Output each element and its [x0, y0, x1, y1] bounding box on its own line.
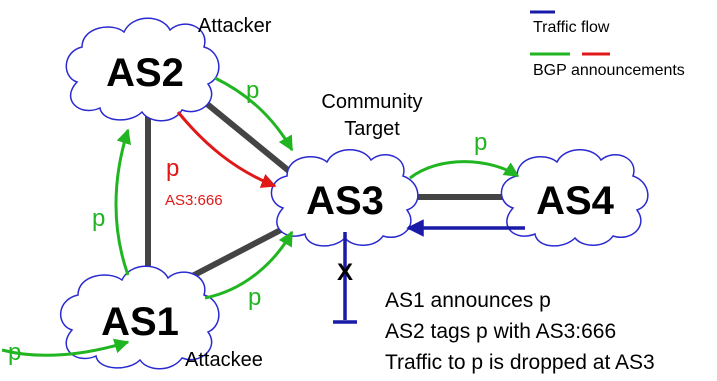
community-tag-label: AS3:666 — [165, 192, 223, 209]
cloud-as2 — [65, 17, 220, 122]
as1-label: AS1 — [101, 300, 179, 344]
announce-as2-to-as3 — [214, 76, 294, 152]
note-line-1: AS1 announces p — [385, 289, 551, 312]
announce-as1-to-as2 — [114, 128, 132, 276]
note-line-2: AS2 tags p with AS3:666 — [385, 320, 616, 343]
attackee-label: Attackee — [185, 349, 263, 371]
legend-traffic-label: Traffic flow — [533, 19, 610, 36]
cloud-as3 — [270, 149, 419, 247]
prefix-label-as1-as2: p — [92, 205, 105, 232]
bgp-announcements — [1, 76, 520, 357]
traffic-blackhole: X — [333, 232, 357, 324]
cloud-as1 — [59, 265, 220, 370]
legend-bgp-label: BGP announcements — [533, 62, 685, 79]
notes: AS1 announces p AS2 tags p with AS3:666 … — [385, 289, 655, 374]
prefix-label-as1-as3: p — [248, 284, 261, 311]
community-target-label-line1: Community — [321, 91, 422, 113]
prefix-label-as3-as4: p — [474, 129, 487, 156]
cloud-as4 — [500, 149, 649, 247]
note-line-3: Traffic to p is dropped at AS3 — [385, 351, 655, 374]
prefix-label-tagged: p — [166, 155, 179, 182]
as4-label: AS4 — [536, 179, 615, 223]
announce-as1-to-as3 — [204, 230, 294, 300]
attacker-label: Attacker — [198, 15, 272, 37]
as3-label: AS3 — [306, 179, 384, 223]
links — [145, 87, 513, 288]
announce-as3-to-as4 — [409, 160, 520, 180]
community-target-label-line2: Target — [344, 118, 400, 140]
link-as2-as3 — [187, 87, 303, 183]
as2-label: AS2 — [106, 51, 184, 95]
legend: Traffic flow BGP announcements — [530, 10, 685, 79]
drop-mark: X — [337, 259, 353, 286]
announce-ext-to-as1 — [1, 338, 130, 357]
prefix-label-as2-as3: p — [246, 77, 259, 104]
announce-as2-to-as3-tagged — [176, 111, 277, 188]
prefix-label-ext: p — [8, 339, 21, 366]
